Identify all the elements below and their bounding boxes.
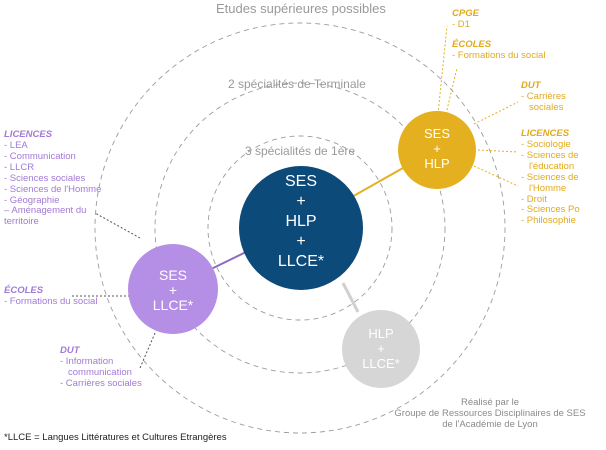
list-item: territoire	[4, 216, 39, 228]
list-item: - Carrières sociales	[60, 377, 142, 389]
ses-hlp-line-2: +	[433, 141, 441, 156]
list-item: l'Homme	[529, 182, 567, 194]
list-item: - Droit	[521, 193, 547, 205]
leader-left-dut	[139, 332, 156, 369]
right-ecoles-heading: ÉCOLES	[452, 39, 492, 50]
leader-left-licences	[94, 212, 141, 239]
list-item: - Sociologie	[521, 138, 571, 150]
center-line-1: SES	[284, 173, 317, 190]
leader-right-dut	[473, 101, 519, 125]
ses-llce-bubble-label: SES + LLCE*	[133, 268, 213, 313]
center-line-5: LLCE*	[277, 253, 325, 270]
ses-llce-line-2: +	[168, 282, 178, 298]
list-item: - Carrières	[521, 90, 566, 102]
list-item: - Formations du social	[452, 49, 546, 61]
right-dut-heading: DUT	[521, 80, 541, 91]
ses-llce-line-1: SES	[158, 267, 187, 283]
list-item: – Aménagement du	[4, 205, 87, 217]
ses-hlp-line-1: SES	[423, 126, 450, 141]
leader-right-ecoles	[445, 67, 458, 115]
credit-line-3: de l'Académie de Lyon	[442, 418, 538, 430]
list-item: - Géographie	[4, 194, 60, 206]
bubble-center	[239, 166, 363, 290]
left-ecoles-heading: ÉCOLES	[4, 285, 44, 296]
list-item: - Sciences Po	[521, 204, 580, 216]
inner-ring	[207, 135, 393, 321]
outer-ring	[94, 22, 506, 434]
list-item: - Philosophie	[521, 215, 576, 227]
bubble-ses-llce	[128, 244, 218, 334]
ses-llce-line-3: LLCE*	[152, 297, 194, 313]
hlp-llce-line-3: LLCE*	[362, 356, 400, 371]
connector-center-hlp-llce	[341, 282, 360, 313]
ring-label-middle: 2 spécialités de Terminale	[228, 77, 366, 91]
list-item: - LLCR	[4, 161, 35, 173]
credit-line-1: Réalisé par le	[460, 397, 520, 408]
left-ecoles-block: ÉCOLES - Formations du social	[4, 285, 98, 308]
list-item: - D1	[452, 18, 470, 30]
ring-label-inner: 3 spécialités de 1ère	[245, 144, 356, 158]
list-item: - Sciences de	[521, 149, 579, 161]
left-dut-heading: DUT	[60, 345, 80, 356]
right-licences-heading: LICENCES	[521, 128, 570, 139]
leader-right-cpge	[437, 25, 448, 115]
list-item: sociales	[529, 101, 564, 113]
left-licences-heading: LICENCES	[4, 129, 53, 140]
right-cpge-block: CPGE - D1	[452, 8, 479, 31]
ses-hlp-bubble-label: SES + HLP	[401, 126, 473, 171]
left-licences-block: LICENCES - LEA - Communication - LLCR - …	[4, 129, 102, 228]
list-item: - Formations du social	[4, 295, 98, 307]
right-ecoles-block: ÉCOLES - Formations du social	[452, 39, 546, 62]
right-dut-block: DUT - Carrières sociales	[521, 80, 566, 114]
right-licences-block: LICENCES - Sociologie - Sciences de l'éd…	[521, 128, 580, 227]
list-item: - Information	[60, 355, 114, 367]
middle-ring	[154, 82, 446, 374]
leader-right-licences-2	[473, 165, 519, 187]
center-line-4: +	[296, 233, 306, 250]
bubble-ses-hlp	[398, 111, 476, 189]
center-line-3: HLP	[285, 213, 317, 230]
list-item: - LEA	[4, 139, 28, 151]
center-line-2: +	[296, 193, 306, 210]
list-item: l'éducation	[529, 160, 575, 172]
list-item: - Sciences de	[521, 171, 579, 183]
left-dut-block: DUT - Information communication - Carriè…	[60, 345, 142, 390]
right-cpge-heading: CPGE	[452, 8, 479, 19]
hlp-llce-line-1: HLP	[368, 326, 394, 341]
credit-line-2: Groupe de Ressources Disciplinaires de S…	[394, 407, 586, 419]
connector-center-ses-hlp	[349, 167, 404, 199]
footnote: *LLCE = Langues Littératures et Cultures…	[4, 432, 227, 443]
list-item: - Sciences de l'Homme	[4, 183, 102, 195]
credit-block: Réalisé par le Groupe de Ressources Disc…	[380, 397, 600, 431]
leader-right-licences	[477, 149, 519, 153]
list-item: communication	[68, 366, 132, 378]
hlp-llce-line-2: +	[377, 341, 385, 356]
bubble-hlp-llce	[342, 310, 420, 388]
hlp-llce-bubble-label: HLP + LLCE*	[345, 326, 417, 371]
list-item: - Sciences sociales	[4, 172, 86, 184]
center-bubble-label: SES + HLP + LLCE*	[241, 172, 361, 272]
list-item: - Communication	[4, 150, 76, 162]
ses-hlp-line-3: HLP	[424, 156, 450, 171]
ring-label-outer: Etudes supérieures possibles	[216, 1, 386, 16]
